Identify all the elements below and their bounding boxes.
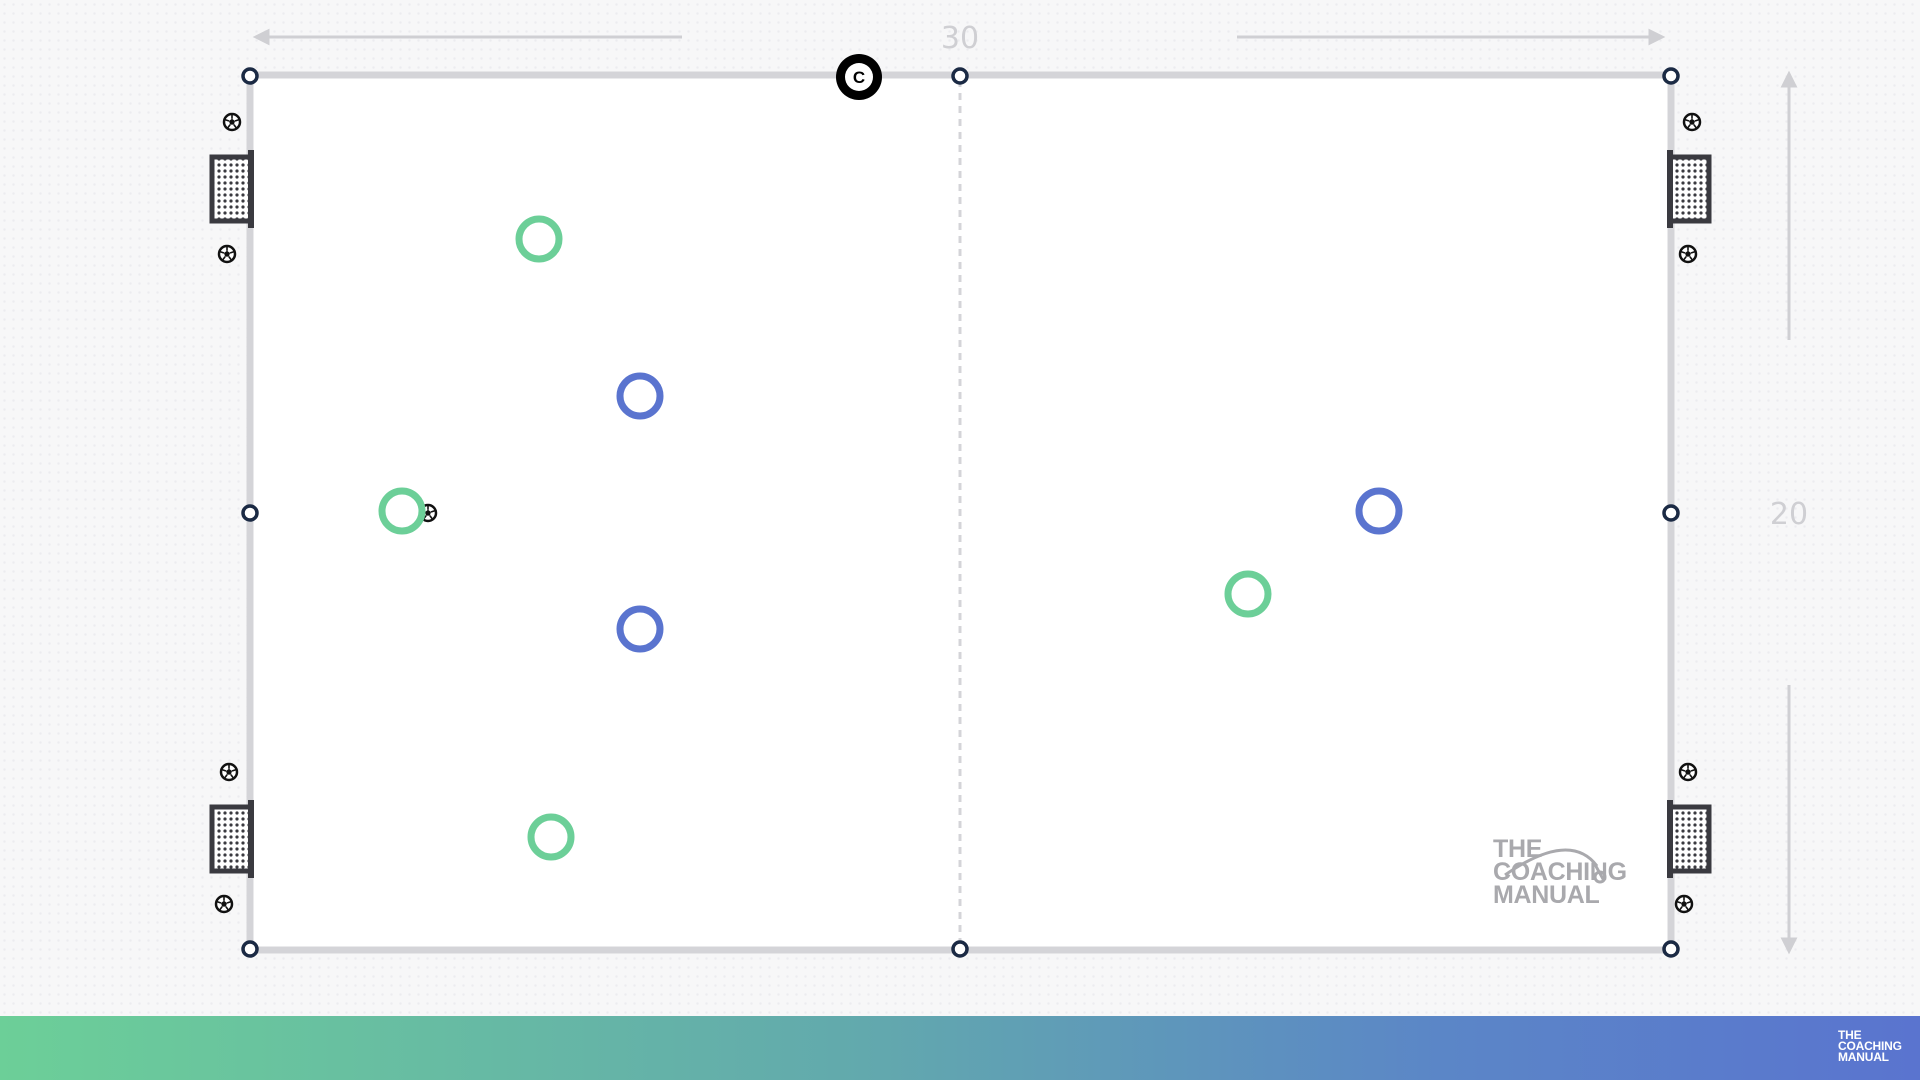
player-green xyxy=(378,487,426,535)
goal-right-bottom xyxy=(1667,800,1712,878)
height-label: 20 xyxy=(1770,497,1808,532)
ball-icon xyxy=(1674,894,1694,914)
ball-icon xyxy=(1678,762,1698,782)
ball-icon xyxy=(214,894,234,914)
coach-label: C xyxy=(853,68,865,87)
cone-marker xyxy=(951,940,969,958)
watermark-line-1: THE xyxy=(1493,835,1543,863)
height-dimension xyxy=(1780,70,1798,955)
player-blue xyxy=(616,605,664,653)
cone-marker xyxy=(951,67,969,85)
footer-bar: THE COACHING MANUAL xyxy=(0,1016,1920,1080)
cone-marker xyxy=(241,504,259,522)
ball-icon xyxy=(1678,244,1698,264)
width-label: 30 xyxy=(941,21,979,56)
ball-icon xyxy=(1682,112,1702,132)
footer-logo-line-2: COACHING xyxy=(1838,1039,1902,1053)
cone-marker xyxy=(1662,940,1680,958)
cone-marker xyxy=(241,67,259,85)
player-green xyxy=(1224,570,1272,618)
ball-icon xyxy=(217,244,237,264)
players xyxy=(378,215,1403,861)
player-blue xyxy=(1355,487,1403,535)
width-dimension xyxy=(252,28,1666,46)
coach-marker: C xyxy=(836,54,882,100)
watermark-logo: THE COACHING MANUAL xyxy=(1493,835,1653,909)
cone-marker xyxy=(1662,67,1680,85)
goal-left-bottom xyxy=(209,800,254,878)
cone-marker xyxy=(241,940,259,958)
player-blue xyxy=(616,372,664,420)
watermark-arc xyxy=(1504,848,1607,884)
ball-icon xyxy=(222,112,242,132)
cone-marker xyxy=(1662,504,1680,522)
goal-right-top xyxy=(1667,150,1712,228)
footer-logo-line-3: MANUAL xyxy=(1838,1050,1889,1064)
footer-logo: THE COACHING MANUAL xyxy=(1838,1028,1910,1064)
goal-left-top xyxy=(209,150,254,228)
ball-icon xyxy=(219,762,239,782)
cone-markers xyxy=(241,67,1680,958)
player-green xyxy=(515,215,563,263)
player-green xyxy=(527,813,575,861)
watermark-line-2: COACHING xyxy=(1493,858,1627,886)
watermark-line-3: MANUAL xyxy=(1493,881,1600,909)
footer-logo-line-1: THE xyxy=(1838,1028,1862,1042)
